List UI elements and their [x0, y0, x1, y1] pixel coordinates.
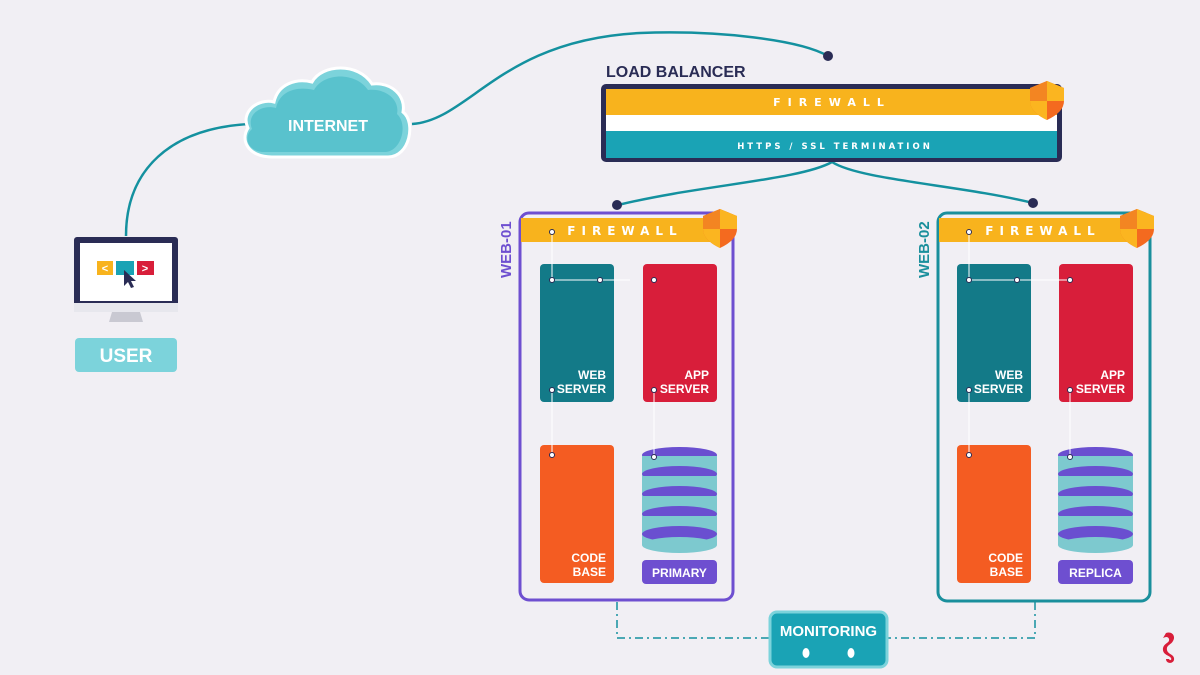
lb-connector-dot	[823, 51, 833, 61]
web01-app-server[interactable]	[643, 264, 717, 402]
web02-name: WEB-02	[916, 221, 933, 278]
web02-firewall-label: FIREWALL	[985, 224, 1100, 238]
user-node[interactable]: < > USER	[74, 237, 178, 372]
internet-label: INTERNET	[288, 118, 368, 135]
web01-node[interactable]: WEB-01 FIREWALL WEB SERVER APP SERVER CO…	[498, 209, 737, 602]
monitoring-node[interactable]: MONITORING	[768, 610, 889, 669]
monitoring-indicator-left	[802, 648, 810, 658]
web01-db-label-box	[642, 560, 717, 584]
web02-db-label: REPLICA	[1069, 566, 1122, 580]
database-icon[interactable]	[1058, 447, 1133, 553]
monitoring-box	[768, 610, 889, 669]
monitor-icon: < >	[74, 237, 178, 322]
seahorse-logo-icon	[1162, 632, 1175, 663]
lb-ssl-label: HTTPS / SSL TERMINATION	[737, 142, 933, 152]
internet-node[interactable]: INTERNET	[243, 66, 412, 159]
web01-web-server[interactable]	[540, 264, 614, 402]
user-label: USER	[100, 346, 153, 367]
cloud-icon	[243, 66, 412, 159]
web01-db-label: PRIMARY	[652, 566, 707, 580]
internet-loadbalancer-line	[411, 31, 829, 126]
web02-db-label-box	[1058, 560, 1133, 584]
web02-web-server-label-2: SERVER	[974, 382, 1023, 396]
web02-code-base-label-2: BASE	[990, 565, 1023, 579]
web02-node[interactable]: WEB-02 FIREWALL WEB SERVER APP SERVER CO…	[916, 209, 1154, 603]
monitoring-lines	[616, 602, 1036, 639]
connection-lines	[124, 31, 1034, 237]
database-icon[interactable]	[642, 447, 717, 553]
load-balancer-node[interactable]: LOAD BALANCER FIREWALL HTTPS / SSL TERMI…	[601, 64, 1064, 162]
svg-text:<: <	[102, 263, 108, 275]
user-internet-line	[124, 122, 251, 237]
web01-connector-dot	[612, 200, 622, 210]
web01-web-server-label-2: SERVER	[557, 382, 606, 396]
web02-connector-dot	[1028, 198, 1038, 208]
user-label-box	[75, 338, 177, 372]
web02-code-base[interactable]	[957, 445, 1031, 583]
web02-app-server-label-1: APP	[1100, 368, 1125, 382]
lb-firewall-bar	[606, 89, 1057, 115]
web01-name: WEB-01	[498, 221, 515, 278]
web02-code-base-label-1: CODE	[988, 551, 1023, 565]
monitoring-label: MONITORING	[780, 623, 877, 640]
lb-web01-line	[617, 160, 833, 207]
web01-app-server-label-1: APP	[684, 368, 709, 382]
web01-wiring-dots	[549, 229, 657, 460]
web01-app-server-label-2: SERVER	[660, 382, 709, 396]
svg-text:>: >	[142, 263, 148, 275]
web01-code-base-label-2: BASE	[573, 565, 606, 579]
web01-code-base-label-1: CODE	[571, 551, 606, 565]
web02-web-server[interactable]	[957, 264, 1031, 402]
web02-app-server-label-2: SERVER	[1076, 382, 1125, 396]
monitoring-indicator-right	[847, 648, 855, 658]
load-balancer-title: LOAD BALANCER	[606, 64, 746, 81]
web02-wiring-dots	[966, 229, 1073, 460]
lb-firewall-label: FIREWALL	[773, 96, 891, 109]
web01-code-base[interactable]	[540, 445, 614, 583]
web01-firewall-label: FIREWALL	[567, 224, 682, 238]
web02-web-server-label-1: WEB	[995, 368, 1023, 382]
web01-web-server-label-1: WEB	[578, 368, 606, 382]
lb-ssl-bar	[606, 131, 1057, 158]
lb-web02-line	[831, 160, 1034, 205]
web02-app-server[interactable]	[1059, 264, 1133, 402]
